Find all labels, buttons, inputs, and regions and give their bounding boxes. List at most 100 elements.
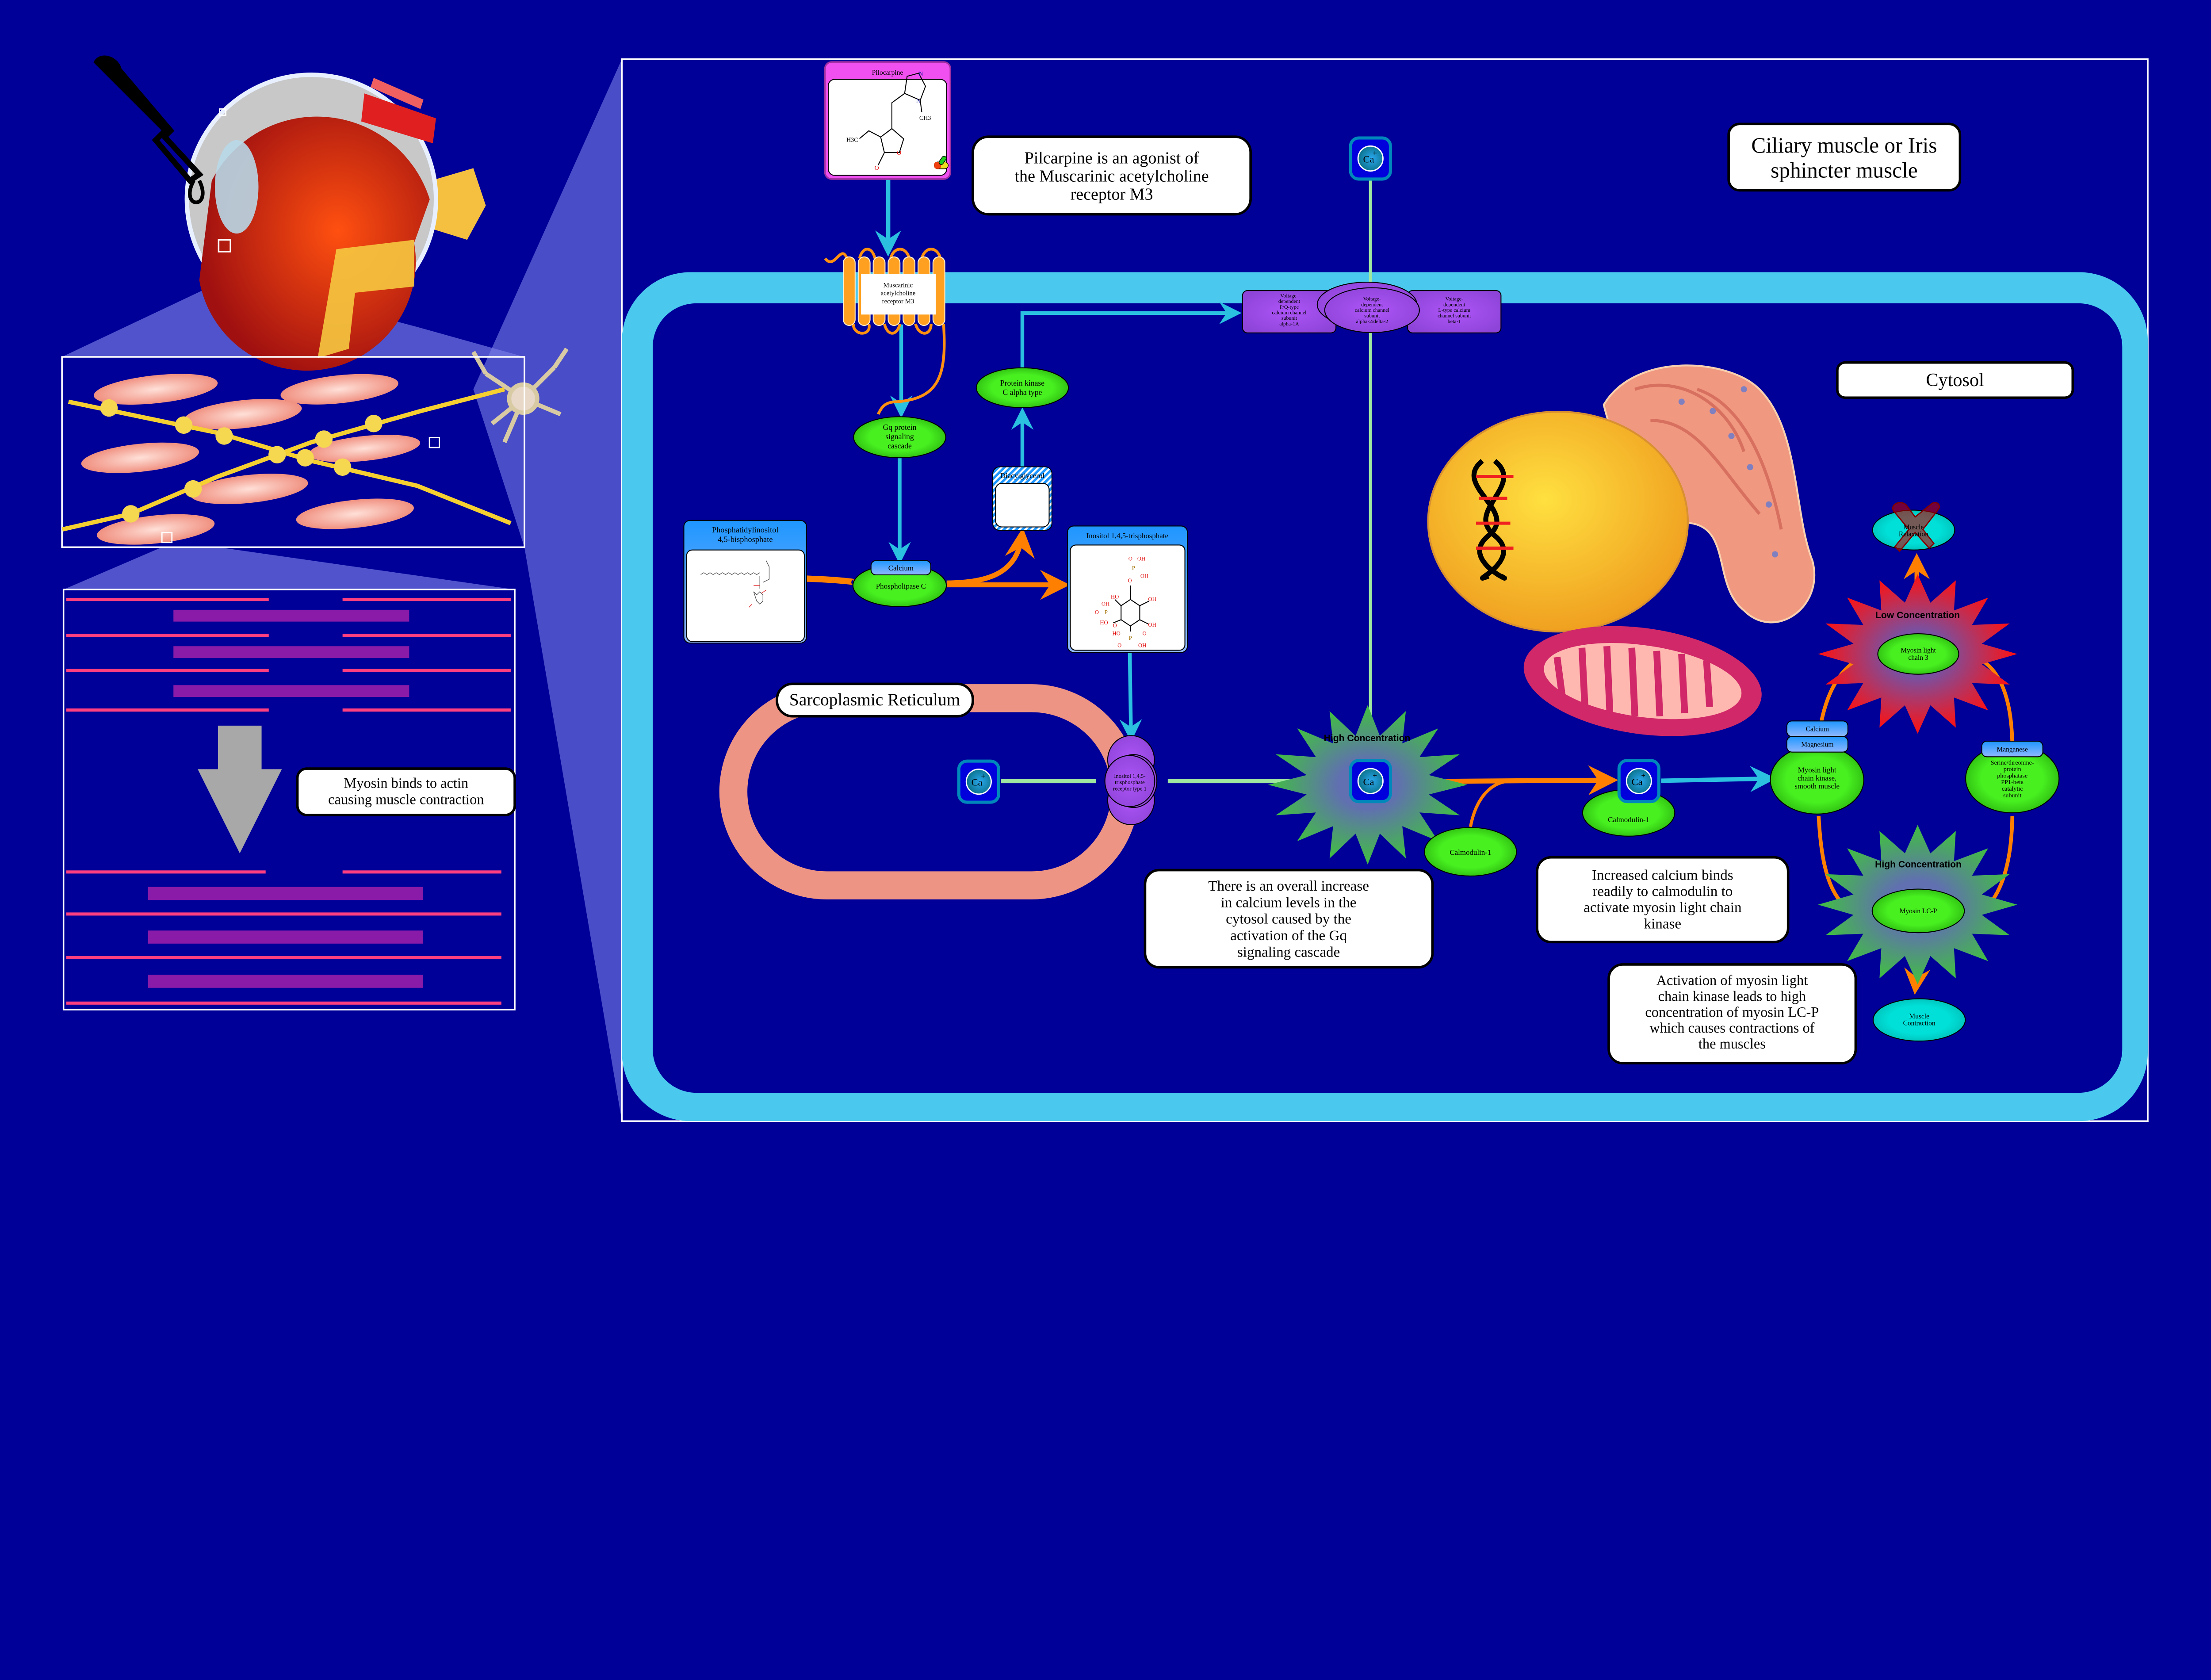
atom-label: O <box>1128 556 1132 562</box>
sr-label: Sarcoplasmic Reticulum <box>789 690 960 709</box>
atom-label: OH <box>1102 601 1109 607</box>
calmodulin-node[interactable]: Calmodulin-1 <box>1424 827 1517 877</box>
actin-note-box <box>296 767 516 816</box>
calcium-increase-note-box <box>1144 869 1434 969</box>
ion-charge: + <box>981 772 985 781</box>
calmodulin-note-box <box>1536 856 1790 944</box>
pilocarpine-structure <box>859 73 926 165</box>
plc-cofactor-calcium <box>870 560 931 576</box>
tissue-label-box <box>1727 122 1962 192</box>
mlck-cofactor-magnesium: Magnesium <box>1801 741 1833 749</box>
plc-cofactor-label: Calcium <box>888 564 914 572</box>
mlcp-note-box <box>1607 963 1857 1065</box>
zoom-wedge-main <box>473 59 622 1121</box>
atom-label: OH <box>1138 642 1146 648</box>
ip3-structure <box>1113 585 1150 632</box>
arrow-ip3-to-ip3r <box>1119 652 1142 742</box>
eye-zoom-marker <box>218 239 231 253</box>
pip2-structure <box>700 560 770 605</box>
atom-label: HO <box>1100 620 1108 626</box>
atom-label: OH <box>1140 573 1148 579</box>
myosin-lc-p-node[interactable]: Myosin LC-P <box>1871 888 1965 934</box>
pp1-cofactor-manganese: Manganese <box>1997 746 2028 753</box>
sr-label-box <box>776 682 974 718</box>
atom-label: O <box>1128 578 1132 584</box>
atom-label: N <box>916 97 921 104</box>
atom-label: H3C <box>846 136 858 143</box>
zoom-wedge-actin <box>63 547 515 590</box>
high-concentration-label-mlcp: High Concentration <box>1875 859 1962 869</box>
calcium-ion-extracellular[interactable]: Ca + <box>1349 136 1392 181</box>
ip3-node[interactable]: Inositol 1,4,5-trisphosphate O OH P OH O… <box>1067 525 1188 653</box>
calcium-ion-sr[interactable]: Ca + <box>957 759 1000 804</box>
calmodulin-calcium-complex[interactable]: Calmodulin-1 Ca + <box>1582 759 1675 837</box>
atom-label: O <box>1095 609 1099 616</box>
arrow-pip2-to-plc <box>806 575 858 586</box>
ip3-label: Inositol 1,4,5-trisphosphate <box>1086 532 1168 540</box>
plc-label: Phospholipase C <box>876 582 926 590</box>
atom-label: OH <box>1148 596 1156 602</box>
calmodulin-label: Calmodulin-1 <box>1450 848 1491 857</box>
cytosol-label: Cytosol <box>1926 370 1984 390</box>
atom-label: P <box>1132 565 1135 571</box>
atom-label: P <box>1105 609 1108 616</box>
cytosol-label-box <box>1836 361 2074 399</box>
dna-helix-icon <box>1471 459 1514 581</box>
phospholipase-c-node[interactable]: Calcium Phospholipase C <box>852 560 947 607</box>
ion-symbol: Ca <box>1363 776 1374 787</box>
ion-symbol: Ca <box>1632 776 1643 787</box>
diacylglycerol-node[interactable]: Diacylglycerol <box>992 466 1052 531</box>
calcium-ion-cytosol[interactable]: Ca + <box>1349 759 1392 804</box>
pilocarpine-node[interactable]: Pilocarpine N N CH3 H3C O O <box>824 61 952 180</box>
atom-label: O <box>874 165 879 172</box>
ion-charge: + <box>1641 771 1645 780</box>
ion-symbol: Ca <box>972 777 983 788</box>
ion-symbol: Ca <box>1363 154 1374 165</box>
atom-label: CH3 <box>919 115 931 122</box>
atom-label: O <box>1142 631 1146 637</box>
neuron-illustration <box>471 347 569 443</box>
calmodulin-bound-label: Calmodulin-1 <box>1608 815 1649 824</box>
mlcp-label: Myosin LC-P <box>1900 907 1937 915</box>
down-arrow-icon <box>198 725 282 853</box>
mitochondrion-illustration <box>1523 626 1762 736</box>
ion-charge: + <box>1373 149 1377 157</box>
filaments-contracted <box>66 870 501 1005</box>
atom-label: HO <box>1111 594 1119 600</box>
arrow-pkc-to-channel <box>1020 302 1242 368</box>
eye-illustration <box>184 73 486 371</box>
ion-charge: + <box>1373 771 1377 780</box>
cav-a2d2-subunit[interactable] <box>1324 287 1420 333</box>
atom-label: HO <box>1112 631 1120 637</box>
atom-label: O <box>1113 622 1117 628</box>
